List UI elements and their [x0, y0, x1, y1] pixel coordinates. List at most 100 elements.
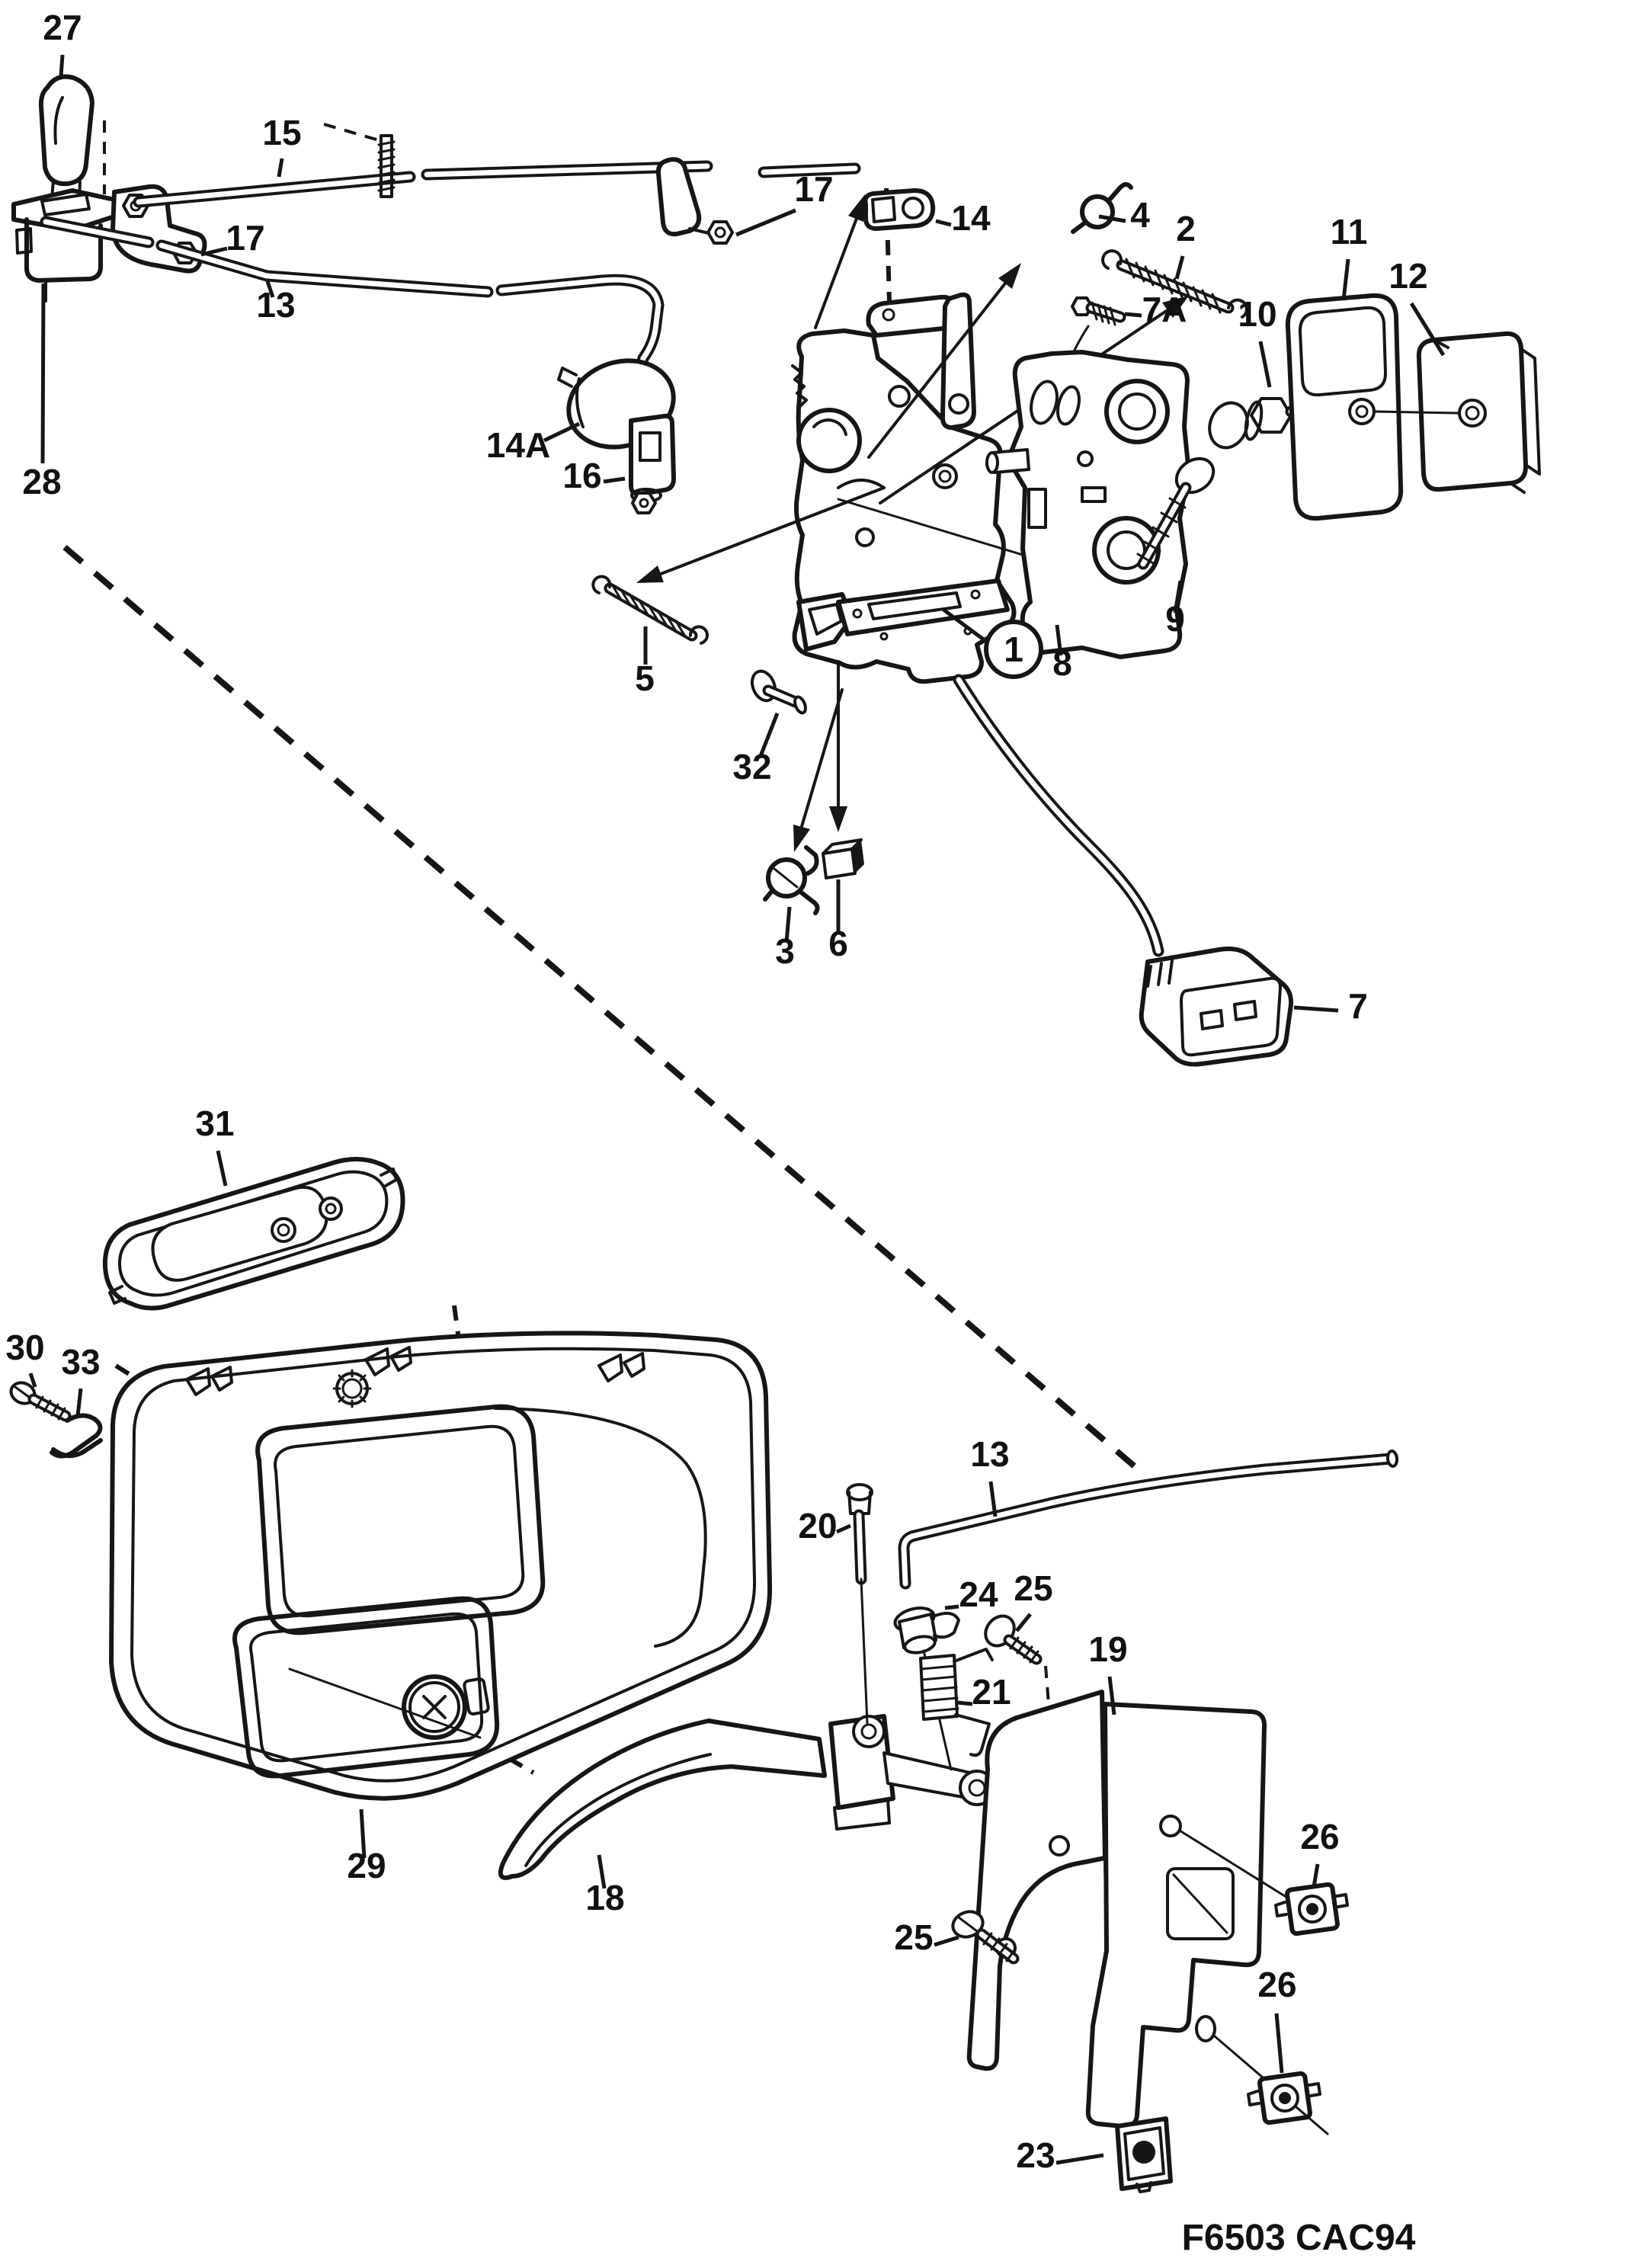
callout-leader — [1098, 214, 1126, 223]
callout-leader — [934, 1935, 959, 1947]
part-latch-mechanism-1 — [791, 292, 1075, 684]
callout-17b[interactable]: 17 — [735, 169, 834, 237]
callout-14A[interactable]: 14A — [486, 421, 581, 465]
callout-label-7: 7 — [1348, 986, 1368, 1026]
callout-20[interactable]: 20 — [798, 1506, 852, 1546]
callout-label-2: 2 — [1176, 209, 1196, 248]
part-spring-21 — [919, 1648, 994, 1757]
callout-label-25a: 25 — [1014, 1568, 1052, 1608]
callout-30[interactable]: 30 — [5, 1328, 45, 1388]
callout-label-24: 24 — [959, 1574, 998, 1614]
part-pivot-stud — [377, 134, 396, 198]
callout-leader — [1173, 580, 1183, 613]
callout-label-30: 30 — [5, 1328, 44, 1367]
callout-13b[interactable]: 13 — [970, 1434, 1010, 1517]
callout-27[interactable]: 27 — [43, 8, 82, 77]
callout-label-11: 11 — [1331, 212, 1368, 251]
callout-label-1: 1 — [1004, 629, 1023, 669]
part-striker-plate-11 — [1285, 293, 1404, 521]
callout-6[interactable]: 6 — [828, 879, 848, 963]
callout-label-7A: 7A — [1142, 290, 1187, 329]
part-rod-13-lower — [898, 1450, 1399, 1590]
part-clevis-24 — [893, 1606, 960, 1771]
callout-8[interactable]: 8 — [1052, 624, 1072, 683]
part-clip-bracket-16 — [629, 413, 676, 514]
callout-24[interactable]: 24 — [944, 1574, 998, 1614]
callout-1[interactable]: 1 — [942, 607, 1043, 679]
callout-7A[interactable]: 7A — [1124, 290, 1187, 329]
part-door-panel-29 — [109, 1331, 773, 1801]
part-clip-nut-26-lower — [1247, 2071, 1329, 2135]
callout-circle — [984, 620, 1043, 679]
callout-5[interactable]: 5 — [635, 626, 655, 698]
callout-11[interactable]: 11 — [1331, 212, 1368, 301]
callout-25b[interactable]: 25 — [894, 1917, 959, 1957]
part-bezel-31 — [102, 1157, 405, 1311]
part-screw-25-upper — [984, 1614, 1043, 1665]
callout-28[interactable]: 28 — [22, 283, 62, 501]
callout-29[interactable]: 29 — [347, 1808, 386, 1885]
callout-32[interactable]: 32 — [732, 713, 780, 786]
callout-leader — [1274, 2013, 1284, 2074]
callout-leader — [216, 1150, 228, 1187]
callout-leader — [1341, 258, 1350, 301]
callout-label-28: 28 — [22, 462, 61, 501]
callout-33[interactable]: 33 — [61, 1342, 101, 1417]
callout-2[interactable]: 2 — [1174, 209, 1196, 280]
callout-label-29: 29 — [347, 1846, 386, 1885]
callout-21[interactable]: 21 — [956, 1672, 1011, 1712]
drawing-number: F6503 CAC94 — [1182, 2218, 1416, 2258]
callout-label-17b: 17 — [794, 169, 833, 209]
callout-23[interactable]: 23 — [1016, 2135, 1104, 2175]
callout-26b[interactable]: 26 — [1257, 1965, 1297, 2074]
callout-label-17a: 17 — [226, 218, 264, 258]
callout-7[interactable]: 7 — [1293, 986, 1368, 1026]
callout-label-3: 3 — [775, 931, 795, 971]
callout-label-27: 27 — [43, 8, 82, 47]
part-backplate-8 — [985, 350, 1191, 659]
callout-label-19: 19 — [1088, 1629, 1127, 1669]
callout-label-14: 14 — [951, 198, 991, 238]
callout-18[interactable]: 18 — [585, 1854, 625, 1917]
callout-leader — [75, 1388, 83, 1417]
callout-10[interactable]: 10 — [1238, 294, 1277, 388]
callout-19[interactable]: 19 — [1088, 1629, 1128, 1715]
callout-leader — [28, 1373, 37, 1388]
part-rivet-32 — [751, 669, 807, 715]
callout-15[interactable]: 15 — [262, 113, 302, 178]
callout-label-12: 12 — [1389, 256, 1427, 296]
callout-14[interactable]: 14 — [935, 198, 991, 238]
part-clip-23 — [1115, 2116, 1173, 2193]
callout-12[interactable]: 12 — [1389, 256, 1446, 357]
callout-label-21: 21 — [972, 1672, 1011, 1712]
assembly-arrows — [636, 194, 1189, 852]
part-link-14 — [863, 188, 936, 231]
callout-label-4: 4 — [1130, 195, 1150, 235]
callout-leader — [200, 246, 228, 257]
callout-label-26a: 26 — [1300, 1817, 1339, 1856]
callout-16[interactable]: 16 — [562, 456, 626, 495]
callout-4[interactable]: 4 — [1098, 195, 1150, 235]
callout-label-14A: 14A — [486, 425, 550, 465]
callout-31[interactable]: 31 — [195, 1104, 235, 1187]
part-connector-7 — [1139, 947, 1294, 1067]
part-inner-handle-18 — [498, 1714, 995, 1880]
callout-leader — [597, 1854, 607, 1889]
callout-leader — [1293, 1005, 1339, 1013]
callout-leader — [359, 1808, 367, 1859]
callout-25a[interactable]: 25 — [1014, 1568, 1053, 1632]
callout-13a[interactable]: 13 — [256, 278, 296, 325]
callout-leader — [935, 219, 952, 227]
callout-26a[interactable]: 26 — [1300, 1817, 1340, 1888]
callout-leader — [758, 713, 780, 757]
callout-3[interactable]: 3 — [775, 906, 795, 971]
callout-9[interactable]: 9 — [1165, 580, 1185, 639]
callout-17a[interactable]: 17 — [200, 218, 265, 258]
part-bulb-socket-28 — [11, 188, 117, 303]
part-clip-3 — [763, 845, 820, 915]
callout-leader — [735, 208, 796, 237]
part-switch-cable — [953, 674, 1164, 957]
